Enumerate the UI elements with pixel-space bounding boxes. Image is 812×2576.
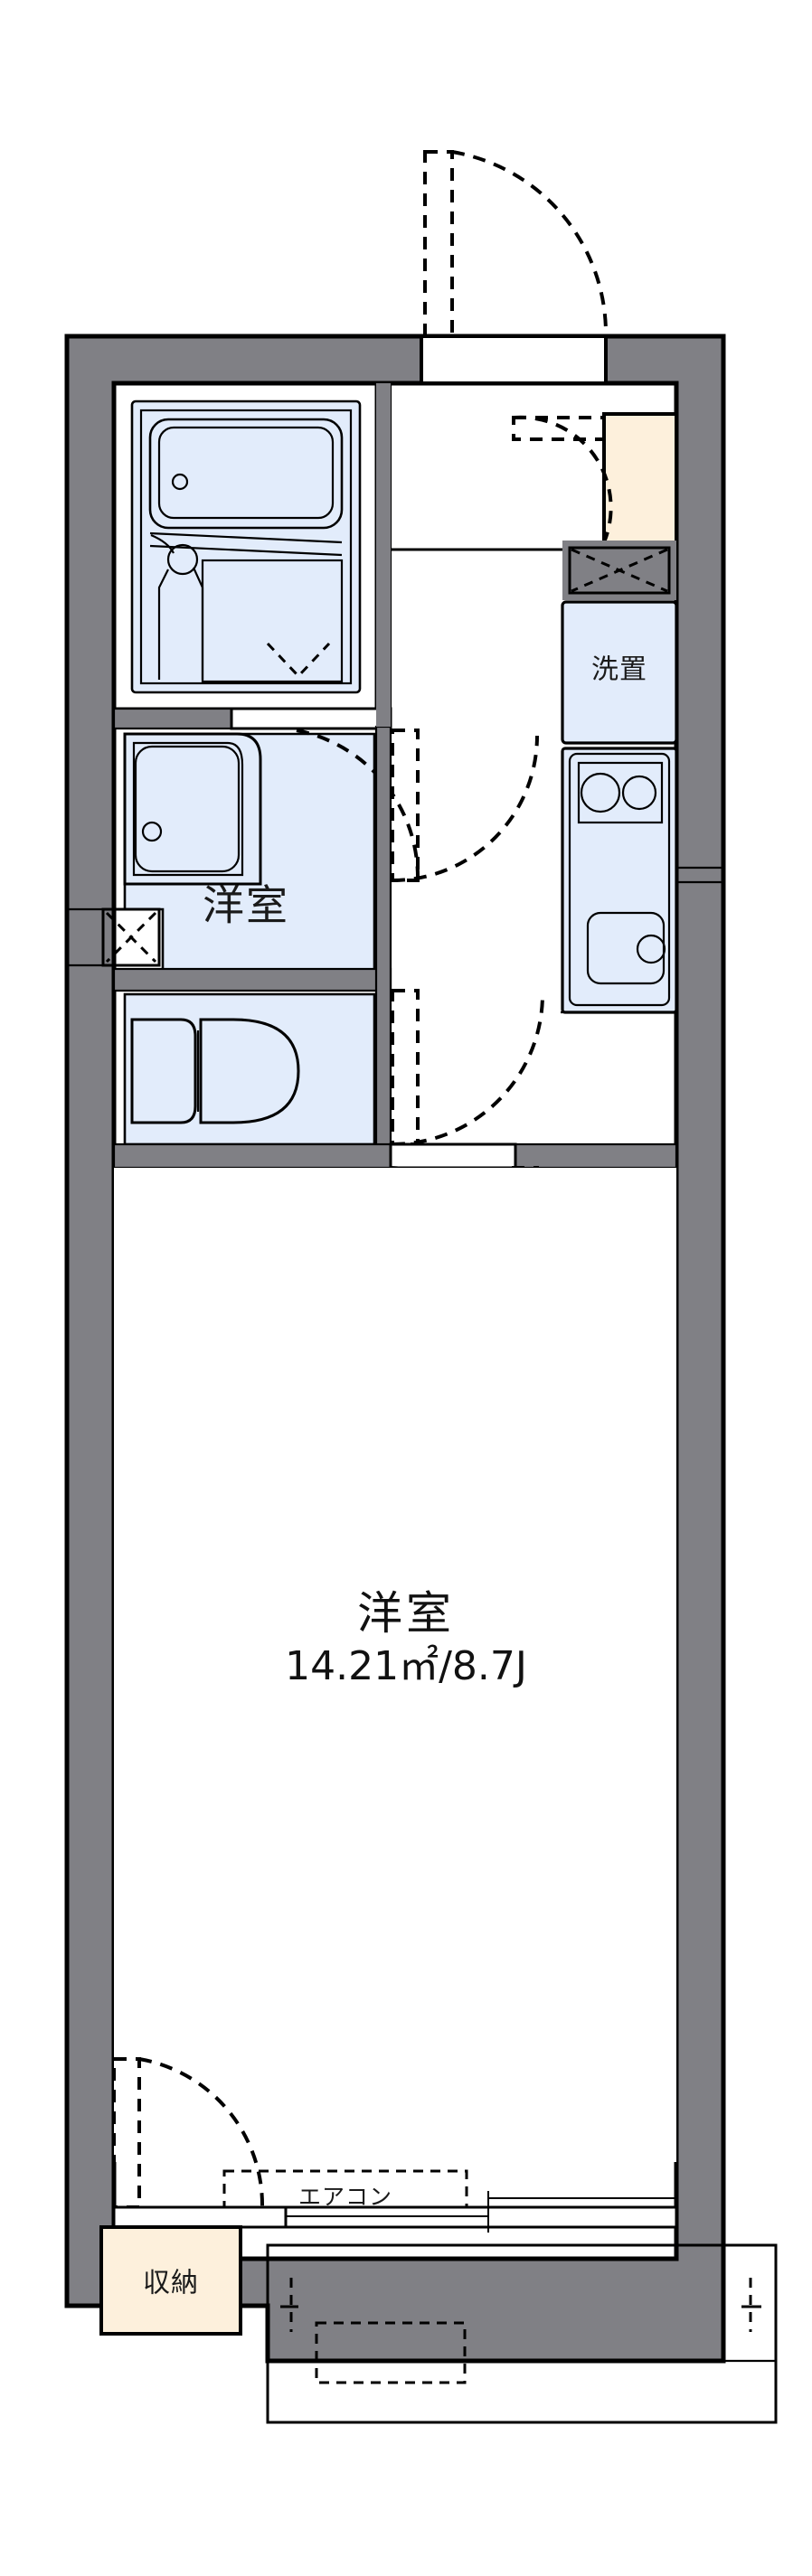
washbasin-counter <box>123 732 262 886</box>
shower-pole-left <box>157 569 169 680</box>
hall-wall-upper <box>376 383 391 727</box>
toilet-door[interactable] <box>391 989 544 1146</box>
kitchen-side-door-arc <box>513 415 613 543</box>
balcony-slab <box>266 2243 778 2424</box>
room-door-opening[interactable] <box>389 1142 517 1170</box>
storage-closet-box <box>99 2225 242 2336</box>
vanity-floor <box>123 732 376 976</box>
closet-door-arc <box>138 2057 265 2208</box>
balcony-partition-marks <box>280 2278 761 2332</box>
hall-room-wall-right <box>515 1144 676 1168</box>
burner-right-icon <box>621 775 657 811</box>
kitchen-counter <box>561 747 678 1014</box>
main-room-floor <box>114 1168 676 2162</box>
hall-room-wall-left <box>114 1144 391 1168</box>
toilet <box>130 1018 300 1124</box>
bathroom-door-arc <box>392 735 539 882</box>
washer-pan <box>561 600 678 745</box>
faucet-arm <box>150 533 175 554</box>
kitchen-counter-inner <box>568 752 671 1007</box>
bathtub-outer <box>148 418 344 530</box>
stove-plate <box>577 761 664 824</box>
kitchen-side-door-leaf <box>512 416 606 441</box>
laundry-label: 洗置 <box>591 654 647 686</box>
kitchen-side-door[interactable] <box>512 415 613 543</box>
toilet-tank <box>130 1018 197 1124</box>
shower-faucet-icon <box>166 543 199 576</box>
washbasin-room <box>101 707 539 976</box>
side-windows <box>676 866 723 884</box>
balcony-area <box>266 2191 778 2424</box>
bathroom-door-swing-arc <box>296 729 420 881</box>
closet-label: 収納 <box>143 2268 199 2299</box>
main-room: 洋室 <box>114 881 676 2162</box>
floor-hatch <box>101 907 161 967</box>
left-wall-hatch-lines <box>67 907 103 967</box>
hall-wall-left <box>376 727 391 1168</box>
entrance-door-swing-arc <box>451 150 609 337</box>
washbasin <box>123 732 262 886</box>
aircon-label: エアコン <box>298 2184 392 2210</box>
unit-bath-room <box>112 381 392 729</box>
toilet-door-swing-arc <box>392 995 544 1146</box>
side-window-upper-lines <box>676 866 723 884</box>
bath-shower-zone <box>149 531 344 683</box>
floor-hatch-x-icon <box>105 911 157 964</box>
bathtub-drain-icon <box>171 473 189 491</box>
two-burner-stove <box>577 761 664 824</box>
washbasin-bowl <box>134 745 241 873</box>
washbasin-bowl-outer <box>132 741 244 877</box>
upper-cabinet-x-icon <box>571 548 668 593</box>
side-window-upper[interactable] <box>676 866 723 884</box>
bathtub <box>148 418 344 530</box>
upper-cabinet <box>562 541 676 600</box>
refrigerator-space <box>602 412 678 548</box>
entrance-door-opening[interactable] <box>420 334 608 385</box>
closet-opening[interactable] <box>112 2205 288 2229</box>
left-wall-details <box>67 907 103 967</box>
bath-edge-line-1 <box>149 531 343 544</box>
balcony-unit-dashed <box>315 2321 467 2384</box>
toilet-door-leaf <box>391 989 420 1146</box>
washbasin-drain-icon <box>141 821 163 842</box>
bathroom-door[interactable] <box>296 729 539 882</box>
bathroom-door-leaf <box>391 729 420 882</box>
vanity-wall-sill <box>114 709 231 729</box>
bath-edge-line-2 <box>149 544 343 557</box>
entrance-door-leaf <box>423 150 454 338</box>
floor-hatch-box <box>101 907 161 967</box>
entrance-door[interactable] <box>423 150 609 338</box>
balcony-sliding-window[interactable] <box>284 2191 678 2233</box>
toilet-divider-wall <box>114 969 391 991</box>
wash-floor-area <box>201 559 344 683</box>
toilet-room <box>112 967 544 1146</box>
entrance-area <box>420 150 609 385</box>
unit-bath-tray-inner <box>139 409 353 685</box>
upper-cabinet-box <box>568 546 671 595</box>
bathtub-inner <box>157 426 335 520</box>
main-room-name: 洋室 <box>203 881 289 930</box>
kitchen-sink <box>586 911 666 985</box>
washing-machine-space: 洗置 <box>561 600 678 745</box>
hallway <box>112 383 678 1325</box>
burner-left-icon <box>580 772 621 813</box>
kitchen-area: 洗置 <box>512 412 678 1014</box>
sink-drain-icon <box>636 934 666 964</box>
bath-entry-opening[interactable] <box>230 707 392 730</box>
toilet-bowl <box>199 1018 300 1124</box>
